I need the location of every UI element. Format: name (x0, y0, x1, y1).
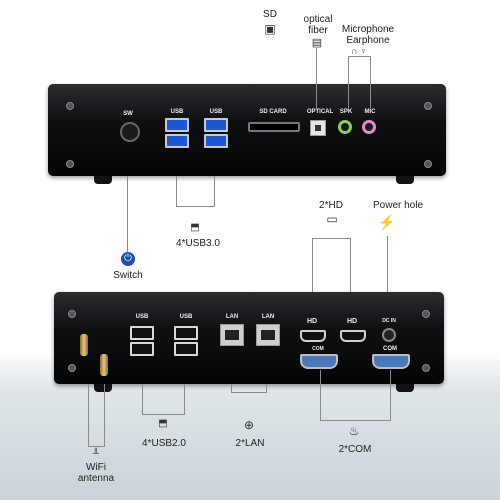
device-foot (94, 176, 112, 184)
lan-label-2: LAN (261, 314, 275, 320)
callout-line (387, 236, 388, 318)
screw (424, 160, 432, 168)
callout-line (104, 384, 105, 446)
usb3-port[interactable] (204, 134, 228, 148)
com-caption: 2*COM (338, 444, 372, 455)
globe-network-icon: ⊕ (243, 418, 255, 432)
hd-label-2: HD (346, 318, 358, 325)
callout-line (184, 384, 185, 414)
lan-port[interactable] (220, 324, 244, 346)
power-icon: ⏻ (121, 252, 135, 266)
optical-fiber-caption: optical fiber (303, 14, 333, 36)
usb2-port[interactable] (174, 326, 198, 340)
serial-connector-icon: ♨ (348, 424, 360, 438)
callout-line (390, 370, 391, 420)
usb2-port[interactable] (130, 342, 154, 356)
callout-line (231, 384, 232, 392)
callout-line (350, 238, 351, 318)
top-device-back-panel: SW USB USB SD CARD OPTICAL SPK MIC (48, 84, 446, 176)
callout-line (370, 56, 371, 108)
optical-label: OPTICAL (306, 109, 334, 115)
lan-label-1: LAN (225, 314, 239, 320)
screw (422, 310, 430, 318)
usb3-port[interactable] (165, 118, 189, 132)
antenna-icon: ╨ (92, 448, 100, 458)
wifi-antenna-caption: WiFi antenna (77, 462, 115, 484)
device-foot (396, 384, 414, 392)
callout-line (320, 420, 391, 421)
com-port[interactable] (300, 354, 338, 369)
callout-line (348, 56, 349, 108)
usb3-port[interactable] (165, 134, 189, 148)
power-plug-icon: ⚡ (378, 214, 396, 230)
com-label-1: COM (312, 346, 324, 352)
callout-line (142, 384, 143, 414)
optical-port[interactable] (310, 120, 326, 136)
callout-line (266, 384, 267, 392)
usb-label-2: USB (179, 314, 193, 320)
wifi-antenna-connector[interactable] (100, 354, 108, 376)
sw-label: SW (123, 111, 133, 117)
callout-line (127, 176, 128, 252)
spk-label: SPK (339, 109, 353, 115)
usb2-caption: 4*USB2.0 (142, 438, 186, 449)
device-foot (396, 176, 414, 184)
mic-label: MIC (364, 109, 376, 115)
usb-icon: ⬒ (190, 222, 200, 233)
sd-caption: SD (263, 9, 277, 20)
switch-button[interactable] (120, 122, 140, 142)
callout-line (312, 238, 351, 239)
screw (424, 102, 432, 110)
callout-line (142, 414, 185, 415)
usb3-port[interactable] (204, 118, 228, 132)
screw (66, 102, 74, 110)
callout-line (348, 56, 371, 57)
dc-in-jack[interactable] (382, 328, 396, 342)
usb3-caption: 4*USB3.0 (176, 238, 220, 249)
callout-line (320, 370, 321, 420)
hdmi-port[interactable] (300, 330, 326, 342)
sd-card-label: SD CARD (259, 109, 287, 115)
optical-fiber-icon: ▤ (311, 37, 323, 49)
microphone-earphone-caption: Microphone Earphone (341, 24, 395, 46)
sd-card-slot[interactable] (248, 122, 300, 132)
screw (68, 364, 76, 372)
hdmi-port[interactable] (340, 330, 366, 342)
callout-line (88, 384, 89, 446)
usb2-port[interactable] (174, 342, 198, 356)
speaker-jack[interactable] (338, 120, 352, 134)
callout-line (312, 238, 313, 318)
power-hole-caption: Power hole (372, 200, 424, 211)
callout-line (88, 446, 105, 447)
screw (68, 310, 76, 318)
hd-label-1: HD (306, 318, 318, 325)
usb2-port[interactable] (130, 326, 154, 340)
headset-microphone-icon: ∩ ♀ (351, 46, 367, 56)
usb-label-2: USB (209, 109, 223, 115)
wifi-antenna-connector[interactable] (80, 334, 88, 356)
sd-card-icon: ▣ (264, 22, 276, 36)
callout-line (176, 206, 215, 207)
callout-line (176, 176, 177, 206)
hd-caption: 2*HD (319, 200, 343, 211)
com-label-2: COM (383, 346, 397, 352)
com-port[interactable] (372, 354, 410, 369)
lan-caption: 2*LAN (235, 438, 265, 449)
bottom-device-back-panel: USB USB LAN LAN HD HD DC IN COM COM (54, 292, 444, 384)
callout-line (214, 176, 215, 206)
screw (66, 160, 74, 168)
lan-port[interactable] (256, 324, 280, 346)
usb-icon: ⬒ (158, 418, 168, 429)
mic-jack[interactable] (362, 120, 376, 134)
device-foot (94, 384, 112, 392)
callout-line (231, 392, 267, 393)
switch-caption: Switch (113, 270, 143, 281)
screw (422, 364, 430, 372)
monitor-icon: ▭ (326, 212, 338, 226)
usb-label-1: USB (170, 109, 184, 115)
dc-in-label: DC IN (382, 318, 396, 324)
callout-line (316, 48, 317, 108)
usb-label-1: USB (135, 314, 149, 320)
